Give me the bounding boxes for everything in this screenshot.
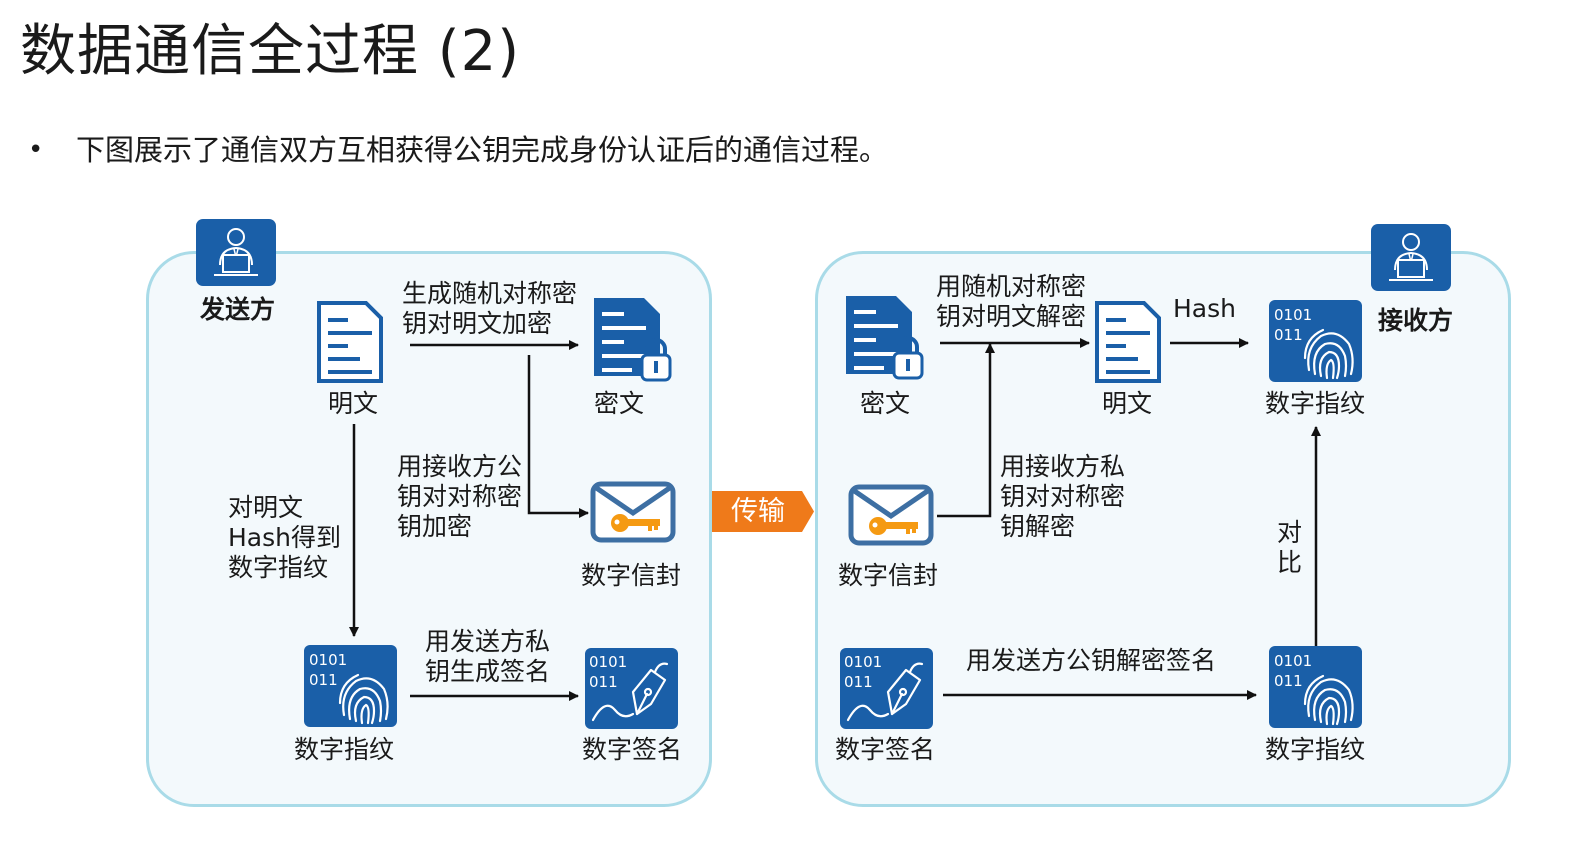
binary-text-1: 0101 — [1274, 652, 1312, 670]
compare-line: 比 — [1277, 548, 1303, 577]
receiver-ciphertext-label: 密文 — [860, 389, 911, 418]
envelope-edge-line: 钥加密 — [397, 512, 473, 541]
receiver-fingerprint-bottom-icon: 0101 011 — [1269, 646, 1362, 728]
receiver-envelope-label: 数字信封 — [838, 561, 939, 590]
envelope-edge-line: 钥对对称密 — [397, 482, 523, 511]
sender-encrypt-label: 生成随机对称密 钥对明文加密 — [402, 279, 577, 339]
decrypt-edge-line: 钥对明文解密 — [936, 302, 1087, 331]
receiver-role-label: 接收方 — [1378, 306, 1454, 335]
receiver-decrypt-edge-label: 用随机对称密 钥对明文解密 — [936, 272, 1086, 332]
fingerprint-icon: 0101 011 — [304, 645, 397, 727]
sender-fingerprint-label: 数字指纹 — [294, 735, 395, 764]
envelope-decrypt-line: 用接收方私 — [1000, 452, 1126, 481]
hash-edge-line: 对明文 — [228, 493, 304, 522]
receiver-digital-signature-pen-icon: 0101 011 — [840, 648, 933, 729]
binary-text-2: 011 — [309, 671, 338, 689]
encrypt-label-line: 生成随机对称密 — [402, 279, 578, 308]
hash-edge-line: Hash得到 — [228, 523, 341, 552]
sender-envelope-label: 数字信封 — [581, 561, 682, 590]
sender-person-icon — [196, 219, 276, 286]
binary-text-2: 011 — [1274, 326, 1303, 344]
ciphertext-locked-document-icon — [592, 296, 674, 384]
hash-edge-line: 数字指纹 — [228, 553, 329, 582]
receiver-fingerprint-top-icon: 0101 011 — [1269, 300, 1362, 382]
page-title: 数据通信全过程 (2) — [20, 19, 521, 84]
plaintext-document-icon — [316, 300, 384, 384]
receiver-digital-envelope-key-icon — [848, 484, 934, 546]
binary-text-2: 011 — [589, 673, 618, 691]
receiver-ciphertext-locked-document-icon — [844, 294, 926, 382]
decrypt-edge-line: 用随机对称密 — [936, 272, 1087, 301]
binary-text-1: 0101 — [309, 651, 347, 669]
binary-text-1: 0101 — [589, 653, 627, 671]
receiver-person-icon — [1371, 224, 1451, 291]
receiver-plaintext-label: 明文 — [1102, 389, 1153, 418]
sender-ciphertext-label: 密文 — [594, 389, 645, 418]
transfer-arrow — [712, 491, 814, 532]
encrypt-label-line: 钥对明文加密 — [402, 309, 553, 338]
compare-line: 对 — [1277, 518, 1303, 547]
binary-text-2: 011 — [1274, 672, 1303, 690]
description-row: • 下图展示了通信双方互相获得公钥完成身份认证后的通信过程。 — [28, 128, 888, 172]
sender-hash-edge-label: 对明文 Hash得到 数字指纹 — [228, 493, 341, 583]
envelope-decrypt-line: 钥解密 — [1000, 512, 1076, 541]
receiver-plaintext-document-icon — [1094, 300, 1162, 384]
sign-edge-line: 钥生成签名 — [425, 657, 551, 686]
sender-sign-edge-label: 用发送方私 钥生成签名 — [425, 627, 550, 687]
description-text: 下图展示了通信双方互相获得公钥完成身份认证后的通信过程。 — [76, 133, 889, 167]
receiver-envelope-edge-label: 用接收方私 钥对对称密 钥解密 — [1000, 452, 1125, 542]
sender-envelope-edge-label: 用接收方公 钥对对称密 钥加密 — [397, 452, 522, 542]
binary-text-1: 0101 — [1274, 306, 1312, 324]
bullet: • — [28, 135, 44, 165]
sender-plaintext-label: 明文 — [328, 389, 379, 418]
receiver-fingerprint-top-label: 数字指纹 — [1265, 389, 1366, 418]
sender-role-label: 发送方 — [200, 295, 276, 324]
transfer-label: 传输 — [731, 496, 785, 527]
receiver-verify-edge-label: 用发送方公钥解密签名 — [966, 646, 1217, 675]
envelope-decrypt-line: 钥对对称密 — [1000, 482, 1126, 511]
envelope-edge-line: 用接收方公 — [397, 452, 523, 481]
compare-edge-label: 对 比 — [1277, 518, 1302, 578]
sign-edge-line: 用发送方私 — [425, 627, 551, 656]
receiver-signature-label: 数字签名 — [835, 735, 936, 764]
binary-text-2: 011 — [844, 673, 873, 691]
binary-text-1: 0101 — [844, 653, 882, 671]
sender-signature-label: 数字签名 — [582, 735, 683, 764]
digital-envelope-key-icon — [590, 481, 676, 543]
digital-signature-pen-icon: 0101 011 — [585, 648, 678, 729]
receiver-hash-edge-label: Hash — [1173, 294, 1236, 323]
receiver-fingerprint-bottom-label: 数字指纹 — [1265, 735, 1366, 764]
